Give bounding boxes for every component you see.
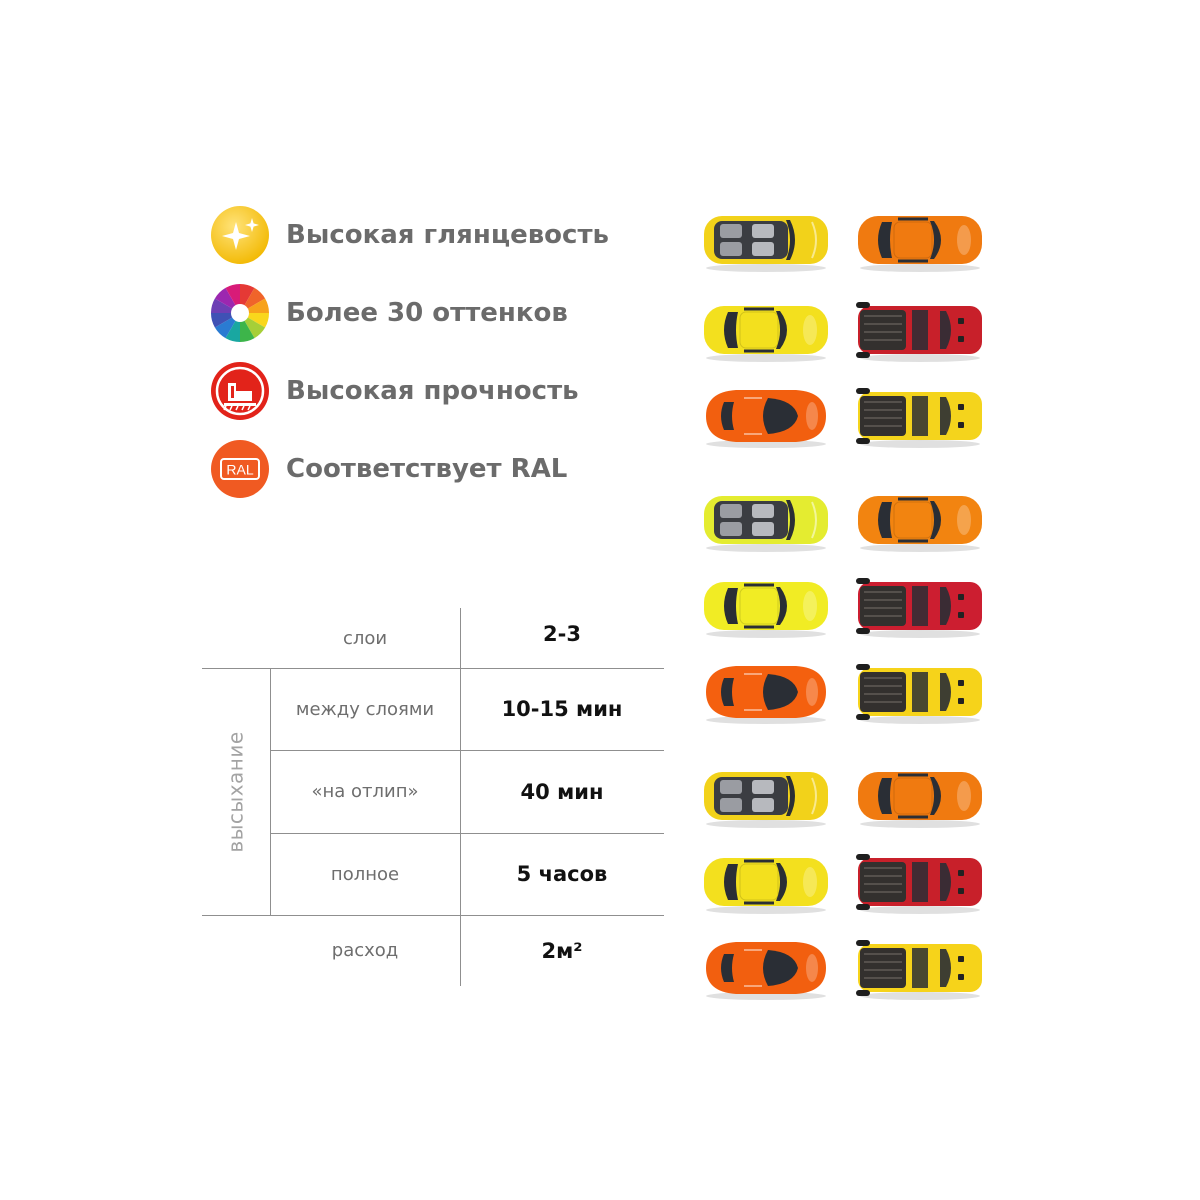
car-sedan — [854, 488, 986, 552]
car-sedan — [854, 208, 986, 272]
car-pickup — [854, 384, 986, 448]
color-wheel-icon — [210, 283, 270, 343]
car-sedan — [700, 574, 832, 638]
car-sport — [700, 384, 832, 448]
spec-value-full: 5 часов — [516, 862, 608, 886]
car-sedan — [700, 298, 832, 362]
spec-name-layers: слои — [342, 627, 388, 649]
spec-name-full: полное — [330, 863, 400, 885]
feature-label: Высокая глянцевость — [286, 220, 609, 250]
durability-icon — [210, 361, 270, 421]
car-grid-image — [690, 200, 1000, 1000]
spec-value-tack-free: 40 мин — [520, 779, 604, 804]
car-sedan — [854, 764, 986, 828]
feature-shades: Более 30 оттенков — [210, 282, 568, 344]
feature-gloss: Высокая глянцевость — [210, 204, 609, 266]
feature-durability: Высокая прочность — [210, 360, 579, 422]
spec-value-consumption: 2м² — [541, 938, 583, 963]
car-pickup — [854, 936, 986, 1000]
ral-icon-text: RAL — [226, 462, 253, 478]
car-sport — [700, 660, 832, 724]
spec-value-layers: 2-3 — [543, 622, 581, 646]
spec-name-between-layers: между слоями — [295, 698, 435, 720]
sparkle-icon — [210, 205, 270, 265]
car-pickup — [854, 574, 986, 638]
car-pickup — [854, 850, 986, 914]
feature-ral: RAL Соответствует RAL — [210, 438, 567, 500]
car-convertible — [700, 764, 832, 828]
spec-name-tack-free: «на отлип» — [311, 781, 419, 802]
spec-value-between-layers: 10-15 мин — [501, 697, 623, 721]
car-sedan — [700, 850, 832, 914]
car-sport — [700, 936, 832, 1000]
drying-group-label: высыхание — [224, 730, 248, 853]
car-pickup — [854, 660, 986, 724]
feature-label: Соответствует RAL — [286, 454, 568, 484]
ral-icon: RAL — [210, 439, 270, 499]
car-convertible — [700, 488, 832, 552]
car-convertible — [700, 208, 832, 272]
feature-label: Высокая прочность — [286, 376, 579, 406]
feature-label: Более 30 оттенков — [286, 298, 568, 328]
spec-name-consumption: расход — [331, 940, 399, 961]
spec-table: высыхание слои 2-3 между слоями 10-15 ми… — [202, 608, 664, 986]
car-pickup — [854, 298, 986, 362]
